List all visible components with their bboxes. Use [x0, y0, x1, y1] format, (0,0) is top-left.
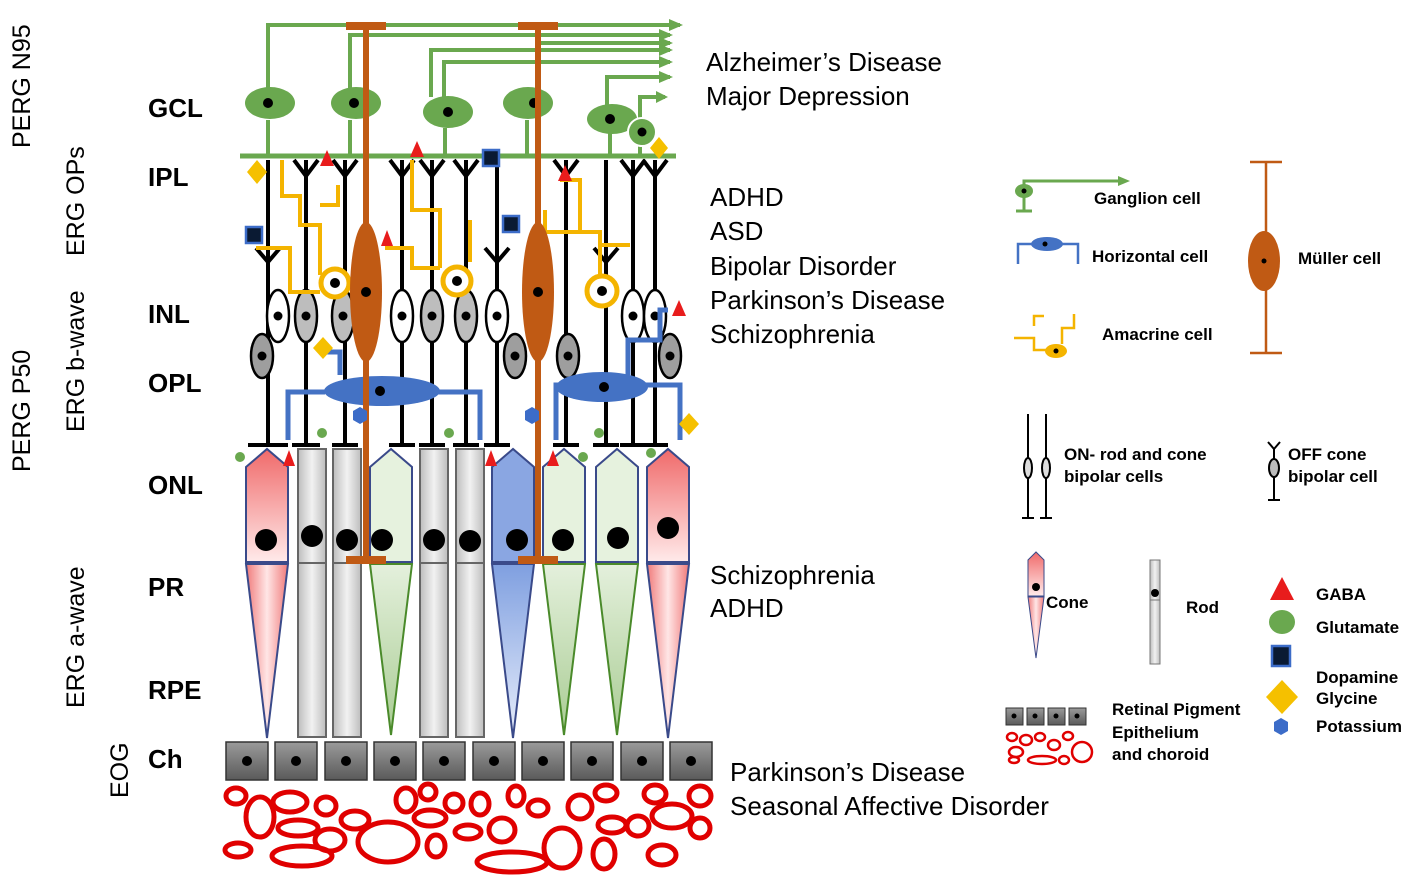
- legend-cone-icon: [1027, 551, 1045, 659]
- disease-rpe-1: Parkinson’s Disease: [730, 757, 965, 787]
- choroid: [222, 781, 714, 875]
- disease-inner-5: Schizophrenia: [710, 319, 875, 349]
- horizontal-cells: [285, 307, 683, 440]
- side-labels: PERG N95 ERG OPs PERG P50 ERG b-wave ERG…: [8, 24, 134, 798]
- disease-inner-3: Bipolar Disorder: [710, 251, 897, 281]
- legend-rod-icon: [1149, 559, 1161, 665]
- layer-labels: GCL IPL INL OPL ONL PR RPE Ch: [148, 93, 203, 774]
- disease-gcl-1: Alzheimer’s Disease: [706, 47, 942, 77]
- photoreceptors: [244, 447, 691, 739]
- disease-rpe-2: Seasonal Affective Disorder: [730, 791, 1049, 821]
- layer-onl: ONL: [148, 470, 203, 500]
- legend-amacrine-icon: [1014, 314, 1076, 358]
- disease-inner-4: Parkinson’s Disease: [710, 285, 945, 315]
- legend: Ganglion cell Horizontal cell Amacrine c…: [1005, 160, 1402, 766]
- disease-labels: Alzheimer’s Disease Major Depression ADH…: [706, 47, 1049, 821]
- legend-cone-label: Cone: [1046, 593, 1089, 612]
- legend-rpe-choroid-icon: [1005, 707, 1094, 766]
- legend-gaba-label: GABA: [1316, 585, 1366, 604]
- legend-glycine-label: Glycine: [1316, 689, 1377, 708]
- disease-gcl-2: Major Depression: [706, 81, 910, 111]
- legend-rpe-label-3: and choroid: [1112, 745, 1209, 764]
- legend-gaba-icon: [1270, 577, 1294, 600]
- erg-awave-label: ERG a-wave: [62, 566, 90, 708]
- legend-ganglion-label: Ganglion cell: [1094, 189, 1201, 208]
- layer-gcl: GCL: [148, 93, 203, 123]
- legend-ganglion-icon: [1015, 176, 1130, 213]
- rpe-layer: [225, 741, 713, 781]
- legend-on-bipolar-icon: [1022, 414, 1052, 519]
- erg-bwave-label: ERG b-wave: [62, 290, 90, 432]
- ganglion-cells: [240, 19, 683, 159]
- legend-on-bipolar-label-1: ON- rod and cone: [1064, 445, 1207, 464]
- amacrine-cells: [256, 160, 630, 294]
- legend-dopamine-label: Dopamine: [1316, 668, 1398, 687]
- legend-potassium-label: Potassium: [1316, 717, 1402, 736]
- legend-amacrine-label: Amacrine cell: [1102, 325, 1213, 344]
- layer-opl: OPL: [148, 368, 202, 398]
- disease-pr-1: Schizophrenia: [710, 560, 875, 590]
- legend-horizontal-label: Horizontal cell: [1092, 247, 1208, 266]
- legend-glutamate-icon: [1269, 610, 1295, 634]
- disease-pr-2: ADHD: [710, 593, 784, 623]
- legend-rpe-label-2: Epithelium: [1112, 723, 1199, 742]
- layer-pr: PR: [148, 572, 184, 602]
- layer-inl: INL: [148, 299, 190, 329]
- legend-horizontal-icon: [1016, 237, 1080, 264]
- muller-cells: [346, 22, 558, 564]
- eog-label: EOG: [106, 742, 134, 798]
- legend-dopamine-icon: [1270, 644, 1292, 668]
- neurotransmitter-markers: [235, 137, 699, 466]
- legend-off-bipolar-label-1: OFF cone: [1288, 445, 1366, 464]
- bipolar-nuclei: [257, 311, 675, 361]
- disease-inner-2: ASD: [710, 216, 763, 246]
- layer-ipl: IPL: [148, 162, 189, 192]
- legend-muller-icon: [1248, 160, 1282, 355]
- layer-ch: Ch: [148, 744, 183, 774]
- layer-rpe: RPE: [148, 675, 201, 705]
- legend-muller-label: Müller cell: [1298, 249, 1381, 268]
- legend-potassium-icon: [1274, 718, 1288, 735]
- legend-glutamate-label: Glutamate: [1316, 618, 1399, 637]
- legend-off-bipolar-label-2: bipolar cell: [1288, 467, 1378, 486]
- legend-rod-label: Rod: [1186, 598, 1219, 617]
- legend-off-bipolar-icon: [1267, 441, 1281, 501]
- amacrine-somata: [318, 264, 620, 309]
- perg-n95-label: PERG N95: [8, 24, 36, 148]
- perg-p50-label: PERG P50: [8, 350, 36, 472]
- erg-ops-label: ERG OPs: [62, 146, 90, 256]
- disease-inner-1: ADHD: [710, 182, 784, 212]
- legend-glycine-icon: [1266, 680, 1298, 714]
- legend-rpe-label-1: Retinal Pigment: [1112, 700, 1241, 719]
- legend-on-bipolar-label-2: bipolar cells: [1064, 467, 1163, 486]
